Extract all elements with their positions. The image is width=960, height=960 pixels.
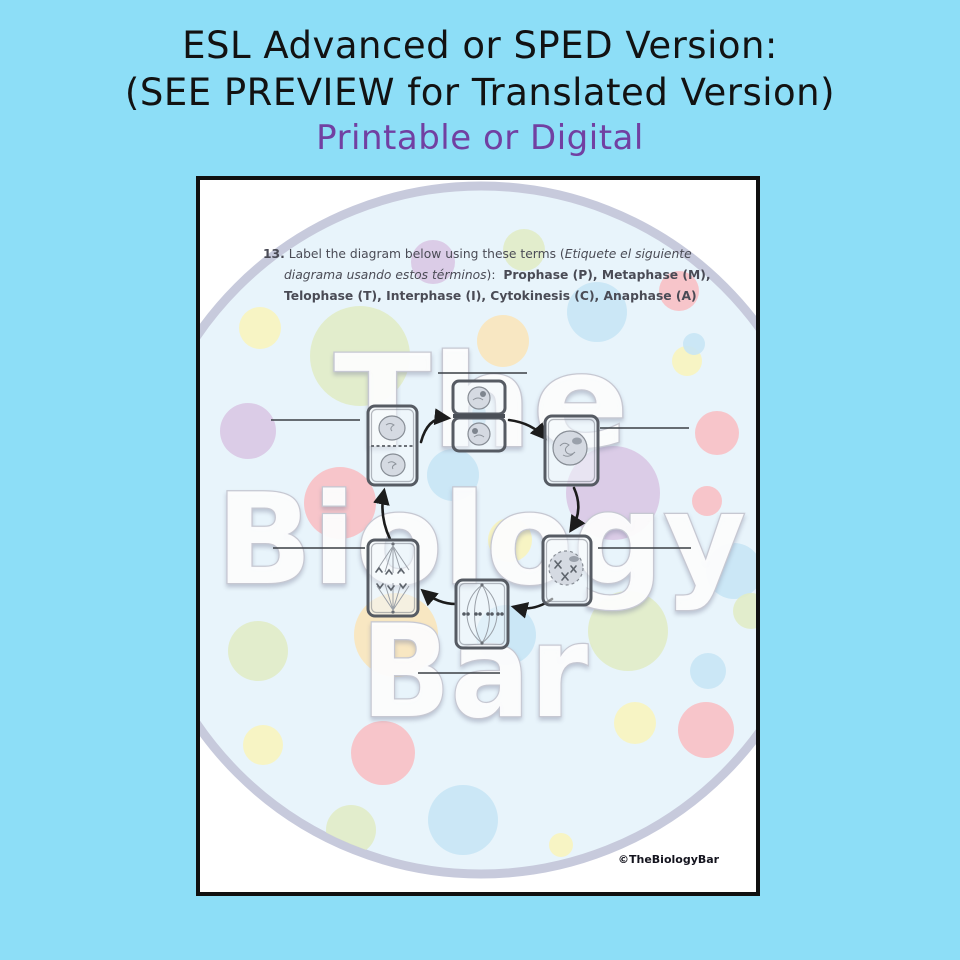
question-number: 13. (263, 247, 285, 261)
copyright-text: ©TheBiologyBar (618, 853, 720, 866)
term-bank: Prophase (P), Metaphase (M), Telophase (… (284, 268, 711, 303)
telophase-cell (366, 404, 419, 487)
pastel-dot (678, 702, 734, 758)
instruction-spanish: Etiquete el siguiente diagrama usando es… (284, 247, 692, 282)
pastel-dot (706, 543, 756, 599)
pastel-dot (488, 518, 532, 562)
pastel-dot (614, 702, 656, 744)
interphase-cell (543, 414, 600, 487)
pastel-dot (428, 785, 498, 855)
instruction-english: Label the diagram below using these term… (288, 247, 565, 261)
metaphase-cell (454, 578, 510, 650)
answer-blanks (271, 372, 691, 674)
pastel-dot (304, 467, 376, 539)
arrow-metaphase-to-anaphase (420, 588, 458, 607)
cytokinesis-cell (451, 379, 507, 453)
worksheet-artwork: The Biology Bar (200, 181, 756, 879)
pastel-dot (683, 333, 705, 355)
arrow-telophase-to-cytokinesis (419, 408, 452, 444)
pastel-dot (427, 449, 479, 501)
worksheet-page: The Biology Bar (196, 176, 760, 896)
pastel-dot (588, 591, 668, 671)
title-line-3: Printable or Digital (316, 118, 644, 158)
arrow-cytokinesis-to-interphase (507, 418, 548, 441)
pastel-dot (690, 653, 726, 689)
prophase-cell (541, 534, 593, 607)
pastel-dot (228, 621, 288, 681)
title-line-2: (SEE PREVIEW for Translated Version) (124, 71, 836, 114)
header: ESL Advanced or SPED Version: (SEE PREVI… (0, 22, 960, 160)
arrow-interphase-to-prophase (569, 486, 586, 533)
pastel-dot (239, 307, 281, 349)
question-13-text: 13. Label the diagram below using these … (263, 244, 720, 307)
pastel-dot (733, 593, 756, 629)
pastel-dot (567, 282, 627, 342)
cycle-arrows (373, 408, 586, 619)
arrow-anaphase-to-telophase (373, 487, 392, 541)
title-line-1: ESL Advanced or SPED Version: (182, 24, 778, 67)
pastel-dot (351, 721, 415, 785)
pastel-dot (477, 315, 529, 367)
pastel-dot (549, 833, 573, 857)
pastel-dot (659, 271, 699, 311)
pastel-dot (503, 229, 545, 271)
pastel-dot (220, 403, 276, 459)
pastel-dot (695, 411, 739, 455)
pastel-dot (243, 725, 283, 765)
anaphase-cell (366, 538, 420, 618)
pastel-dot (411, 240, 455, 284)
pastel-dot (310, 306, 410, 406)
instruction-close: ): (486, 268, 504, 282)
pastel-dot (692, 486, 722, 516)
